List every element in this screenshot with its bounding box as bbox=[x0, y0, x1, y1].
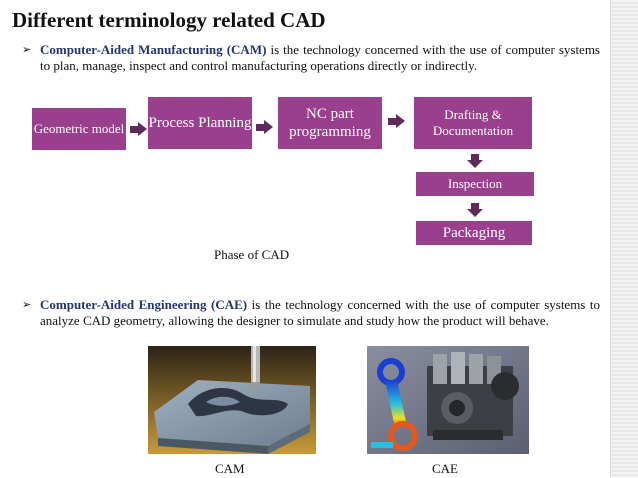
box-nc-part-programming: NC part programming bbox=[278, 97, 382, 149]
diagram-caption: Phase of CAD bbox=[214, 247, 290, 262]
cam-image bbox=[148, 346, 316, 454]
bullet-term: Computer-Aided Manufacturing (CAM) bbox=[40, 42, 267, 57]
cae-image bbox=[367, 346, 529, 454]
box-packaging: Packaging bbox=[416, 221, 532, 245]
bullet-arrow-icon: ➢ bbox=[22, 299, 32, 311]
box-drafting-documentation: Drafting & Documentation bbox=[414, 97, 532, 149]
arrow-right-icon bbox=[256, 120, 274, 134]
cae-caption: CAE bbox=[432, 461, 458, 476]
slide-edge-decoration bbox=[610, 0, 638, 478]
bullet-cae: ➢ Computer-Aided Engineering (CAE) is th… bbox=[22, 297, 600, 329]
cam-caption: CAM bbox=[215, 461, 245, 476]
slide-title: Different terminology related CAD bbox=[12, 8, 326, 32]
arrow-right-icon bbox=[388, 114, 406, 128]
bullet-cam: ➢ Computer-Aided Manufacturing (CAM) is … bbox=[22, 42, 600, 74]
box-process-planning: Process Planning bbox=[148, 97, 252, 149]
arrow-right-icon bbox=[130, 122, 148, 136]
box-inspection: Inspection bbox=[416, 172, 534, 196]
arrow-down-icon bbox=[467, 203, 483, 217]
arrow-down-icon bbox=[467, 154, 483, 168]
bullet-term: Computer-Aided Engineering (CAE) bbox=[40, 297, 248, 312]
bullet-text: is the technology concerned with the use… bbox=[40, 297, 600, 328]
bullet-text: is the technology concerned with the use… bbox=[40, 42, 600, 73]
bullet-arrow-icon: ➢ bbox=[22, 44, 32, 56]
box-geometric-model: Geometric model bbox=[32, 108, 126, 150]
